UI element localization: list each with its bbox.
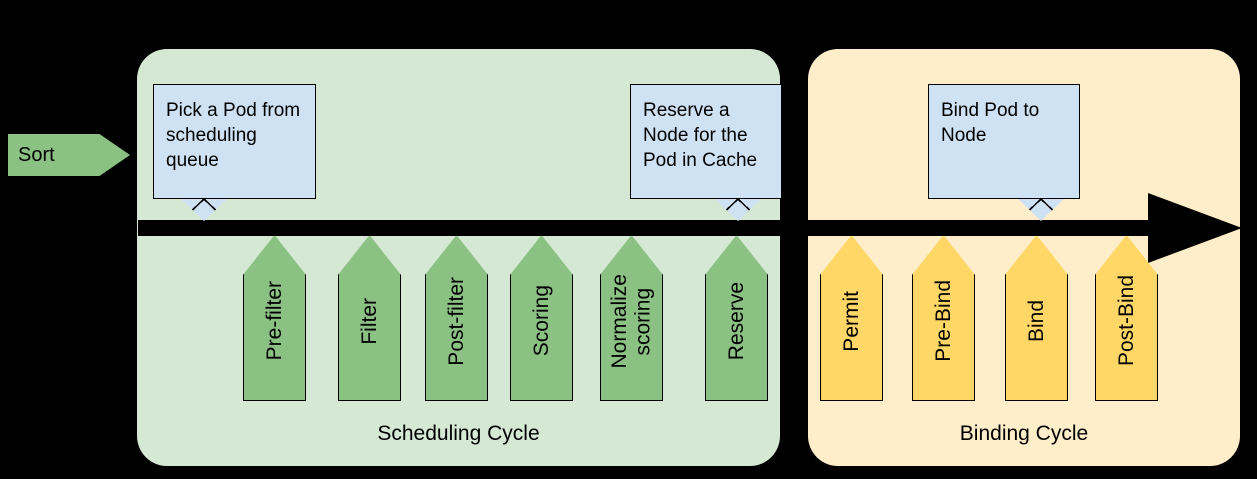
callout-pick-pod-text: Pick a Pod from scheduling queue	[166, 100, 301, 172]
plugin-arrow-reserve[interactable]: Reserve	[705, 235, 768, 401]
plugin-arrow-filter[interactable]: Filter	[338, 235, 401, 401]
plugin-label-scoring: Scoring	[529, 285, 553, 357]
plugin-label-bind: Bind	[1024, 299, 1048, 343]
callout-reserve-node-text: Reserve a Node for the Pod in Cache	[643, 100, 758, 172]
panel-scheduling-cycle-caption: Scheduling Cycle	[377, 422, 540, 445]
plugin-arrow-post-filter[interactable]: Post-filter	[425, 235, 488, 401]
callout-bind-pod: Bind Pod to Node	[928, 84, 1080, 199]
plugin-arrow-scoring[interactable]: Scoring	[510, 235, 573, 401]
callout-reserve-node: Reserve a Node for the Pod in Cache	[630, 84, 782, 199]
plugin-label-pre-filter: Pre-filter	[262, 281, 286, 361]
plugin-arrow-normalize-scoring[interactable]: Normalize scoring	[600, 235, 663, 401]
callout-pick-pod: Pick a Pod from scheduling queue	[153, 84, 316, 199]
callout-bind-pod-text: Bind Pod to Node	[941, 100, 1040, 147]
plugin-arrow-permit[interactable]: Permit	[820, 235, 883, 401]
plugin-label-post-filter: Post-filter	[444, 276, 468, 366]
plugin-label-permit: Permit	[839, 290, 863, 352]
sort-entry-arrow: Sort	[8, 134, 130, 176]
plugin-arrow-pre-filter[interactable]: Pre-filter	[243, 235, 306, 401]
plugin-label-normalize-scoring: Normalize scoring	[607, 273, 655, 369]
timeline-bar	[138, 220, 1178, 236]
plugin-label-reserve: Reserve	[724, 281, 748, 361]
sort-entry-label: Sort	[18, 143, 55, 166]
plugin-label-pre-bind: Pre-Bind	[931, 280, 955, 362]
plugin-arrow-pre-bind[interactable]: Pre-Bind	[912, 235, 975, 401]
panel-binding-cycle-caption: Binding Cycle	[959, 422, 1089, 445]
plugin-label-filter: Filter	[357, 297, 381, 345]
plugin-arrow-bind[interactable]: Bind	[1005, 235, 1068, 401]
plugin-label-post-bind: Post-Bind	[1114, 275, 1138, 367]
plugin-arrow-post-bind[interactable]: Post-Bind	[1095, 235, 1158, 401]
